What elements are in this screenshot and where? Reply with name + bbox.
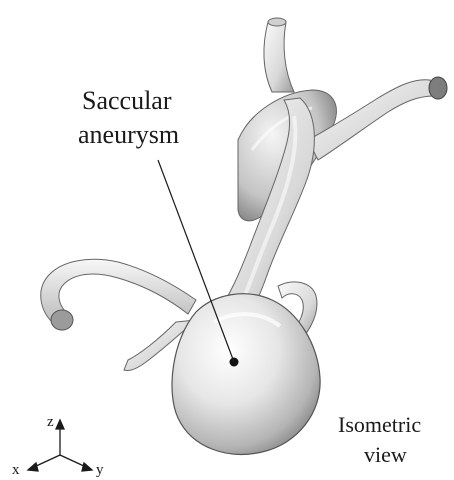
- axis-triad: [28, 420, 92, 471]
- axis-label-x: x: [12, 462, 20, 478]
- left-branch-vessel: [41, 259, 196, 330]
- axis-label-z: z: [47, 414, 54, 430]
- top-vessel: [264, 18, 294, 92]
- view-label-line1: Isometric: [338, 412, 421, 437]
- axis-label-y: y: [96, 462, 104, 478]
- annotation-label-line2: aneurysm: [78, 120, 179, 149]
- view-label-line2: view: [364, 442, 407, 467]
- annotation-label-line1: Saccular: [82, 86, 172, 115]
- aneurysm-sac: [172, 294, 320, 455]
